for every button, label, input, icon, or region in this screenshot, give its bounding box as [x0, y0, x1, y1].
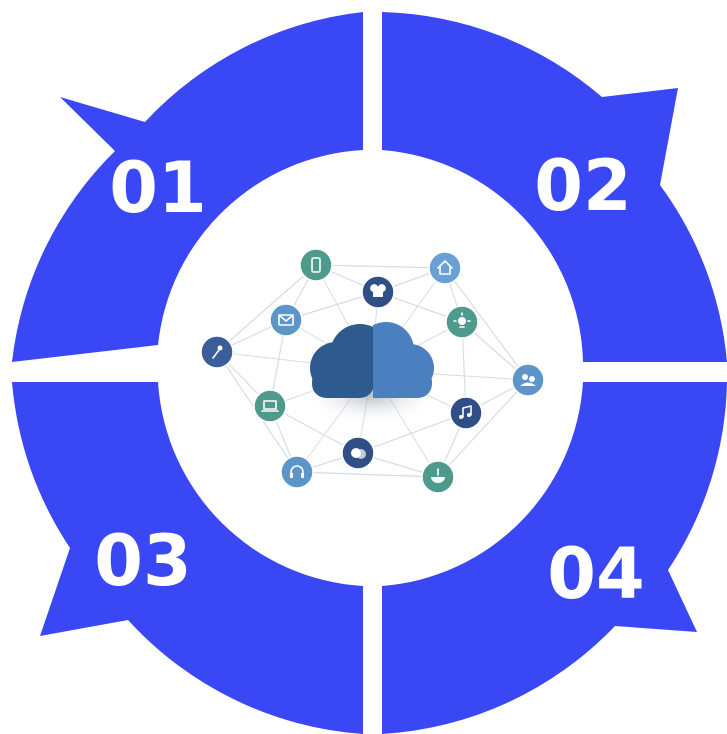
- home-icon: [428, 251, 462, 285]
- segments-group: [12, 12, 727, 734]
- segment-03-label: 03: [94, 520, 191, 602]
- lightbulb-icon: [445, 305, 479, 339]
- segment-04: [382, 382, 727, 734]
- headphones-icon: [280, 455, 314, 489]
- bowl-icon: [421, 460, 455, 494]
- segment-01: [12, 12, 363, 362]
- network-link: [444, 267, 529, 381]
- segment-04-label: 04: [547, 533, 644, 615]
- cloud-icon: [310, 322, 434, 398]
- cloud-network-illustration: [200, 248, 545, 494]
- network-link: [315, 264, 446, 269]
- network-link: [357, 412, 467, 454]
- segment-03: [12, 382, 363, 734]
- segment-labels: 01 02 03 04: [94, 145, 644, 615]
- laptop-icon: [253, 389, 287, 423]
- network-link: [216, 264, 317, 353]
- network-link: [437, 379, 529, 478]
- segment-01-label: 01: [109, 147, 206, 229]
- segment-02-label: 02: [534, 145, 631, 227]
- phone-icon: [299, 248, 333, 282]
- network-link: [296, 471, 439, 478]
- chart-icon: [341, 436, 375, 470]
- segment-02: [382, 12, 727, 362]
- mail-icon: [269, 303, 303, 337]
- chef-hat-icon: [361, 275, 395, 309]
- music-icon: [449, 396, 483, 430]
- microphone-icon: [200, 335, 234, 369]
- network-nodes: [200, 248, 545, 494]
- users-icon: [511, 363, 545, 397]
